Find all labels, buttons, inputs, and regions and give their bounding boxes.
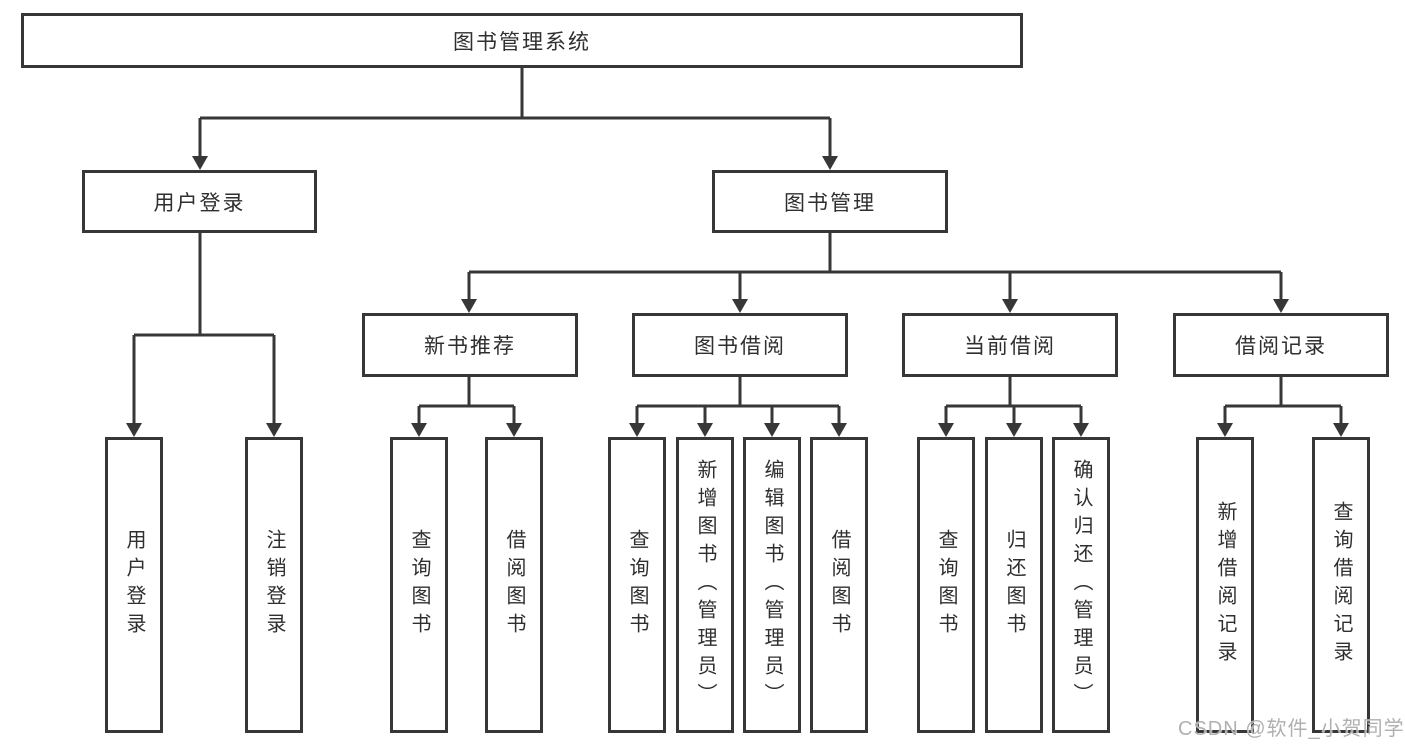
connector-book-management-split xyxy=(467,233,1283,301)
arrow-down-icon xyxy=(697,423,713,437)
connector-user-login-split xyxy=(132,233,276,424)
node-book-management-label: 图书管理 xyxy=(784,191,876,215)
connector-borrow-records-split xyxy=(1223,377,1343,424)
arrow-down-icon xyxy=(126,423,142,437)
arrow-down-icon xyxy=(266,423,282,437)
node-book-borrow: 图书借阅 xyxy=(632,313,848,377)
node-new-book-recommend: 新书推荐 xyxy=(362,313,578,377)
leaf-add-borrow-record: 新增借阅记录 xyxy=(1196,437,1254,733)
arrow-down-icon xyxy=(1273,299,1289,313)
arrowheads xyxy=(126,156,1349,437)
leaf-query-books-borrow: 查询图书 xyxy=(608,437,666,733)
leaf-user-login: 用户登录 xyxy=(105,437,163,733)
leaf-edit-book-admin: 编辑图书（管理员） xyxy=(743,437,801,733)
leaf-confirm-return-admin: 确认归还（管理员） xyxy=(1052,437,1110,733)
leaf-query-books-current: 查询图书 xyxy=(917,437,975,733)
arrow-down-icon xyxy=(1006,423,1022,437)
node-book-management: 图书管理 xyxy=(712,170,948,233)
node-user-login-label: 用户登录 xyxy=(153,191,246,215)
arrow-down-icon xyxy=(461,299,477,313)
node-borrow-records: 借阅记录 xyxy=(1173,313,1389,377)
arrow-down-icon xyxy=(938,423,954,437)
node-root: 图书管理系统 xyxy=(21,13,1023,68)
node-new-book-recommend-label: 新书推荐 xyxy=(424,335,516,358)
arrow-down-icon xyxy=(732,299,748,313)
connector-current-borrow-split xyxy=(944,377,1083,424)
leaf-query-borrow-record: 查询借阅记录 xyxy=(1312,437,1370,733)
arrow-down-icon xyxy=(1073,423,1089,437)
connector-new-book-recommend-split xyxy=(417,377,516,424)
leaf-borrow-books: 借阅图书 xyxy=(810,437,868,733)
arrow-down-icon xyxy=(192,156,208,170)
node-root-label: 图书管理系统 xyxy=(453,30,591,54)
node-borrow-records-label: 借阅记录 xyxy=(1235,335,1327,358)
arrow-down-icon xyxy=(1333,423,1349,437)
leaf-logout: 注销登录 xyxy=(245,437,303,733)
arrow-down-icon xyxy=(831,423,847,437)
node-user-login: 用户登录 xyxy=(82,170,317,233)
arrow-down-icon xyxy=(764,423,780,437)
connector-book-borrow-split xyxy=(635,377,841,424)
leaf-add-book-admin: 新增图书（管理员） xyxy=(676,437,734,733)
node-book-borrow-label: 图书借阅 xyxy=(694,335,786,358)
leaf-return-book: 归还图书 xyxy=(985,437,1043,733)
csdn-watermark: CSDN @软件_小贺同学 xyxy=(1178,718,1405,740)
node-current-borrow: 当前借阅 xyxy=(902,313,1118,377)
arrow-down-icon xyxy=(411,423,427,437)
arrow-down-icon xyxy=(629,423,645,437)
leaf-query-books-recommend: 查询图书 xyxy=(390,437,448,733)
arrow-down-icon xyxy=(506,423,522,437)
arrow-down-icon xyxy=(1002,299,1018,313)
node-current-borrow-label: 当前借阅 xyxy=(964,335,1056,358)
connector-root-split xyxy=(198,68,832,157)
arrow-down-icon xyxy=(1217,423,1233,437)
arrow-down-icon xyxy=(822,156,838,170)
leaf-borrow-books-recommend: 借阅图书 xyxy=(485,437,543,733)
